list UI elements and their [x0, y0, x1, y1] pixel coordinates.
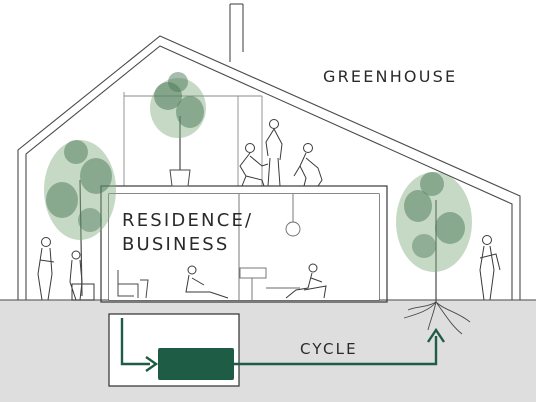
ground: [0, 300, 536, 402]
label-residence: RESIDENCE/: [122, 210, 253, 231]
gardener-standing: [265, 119, 283, 187]
tree-left: [44, 140, 116, 297]
cycle-arrow-icon: [120, 318, 445, 372]
person-right: [479, 235, 501, 301]
potted-tree: [150, 72, 206, 187]
residence-interior: [109, 194, 379, 300]
storage-tank-icon: [158, 348, 234, 380]
label-greenhouse: GREENHOUSE: [323, 67, 457, 86]
seated-person-right: [285, 263, 327, 299]
upper-structure: [123, 92, 263, 186]
people-left: [37, 237, 95, 301]
label-cycle: CYCLE: [300, 340, 358, 358]
gardener-kneeling-left: [239, 143, 269, 187]
interior-details: [238, 194, 301, 300]
chair-left: [117, 270, 149, 299]
tree-roots: [403, 301, 471, 335]
seated-person-left: [185, 265, 229, 299]
tree-right: [396, 172, 472, 335]
label-business: BUSINESS: [122, 234, 230, 255]
pendant-lamp-icon: [285, 221, 301, 237]
greenhouse-outline: [17, 35, 521, 300]
gardener-crouching-right: [293, 143, 323, 187]
chimney: [229, 3, 244, 62]
